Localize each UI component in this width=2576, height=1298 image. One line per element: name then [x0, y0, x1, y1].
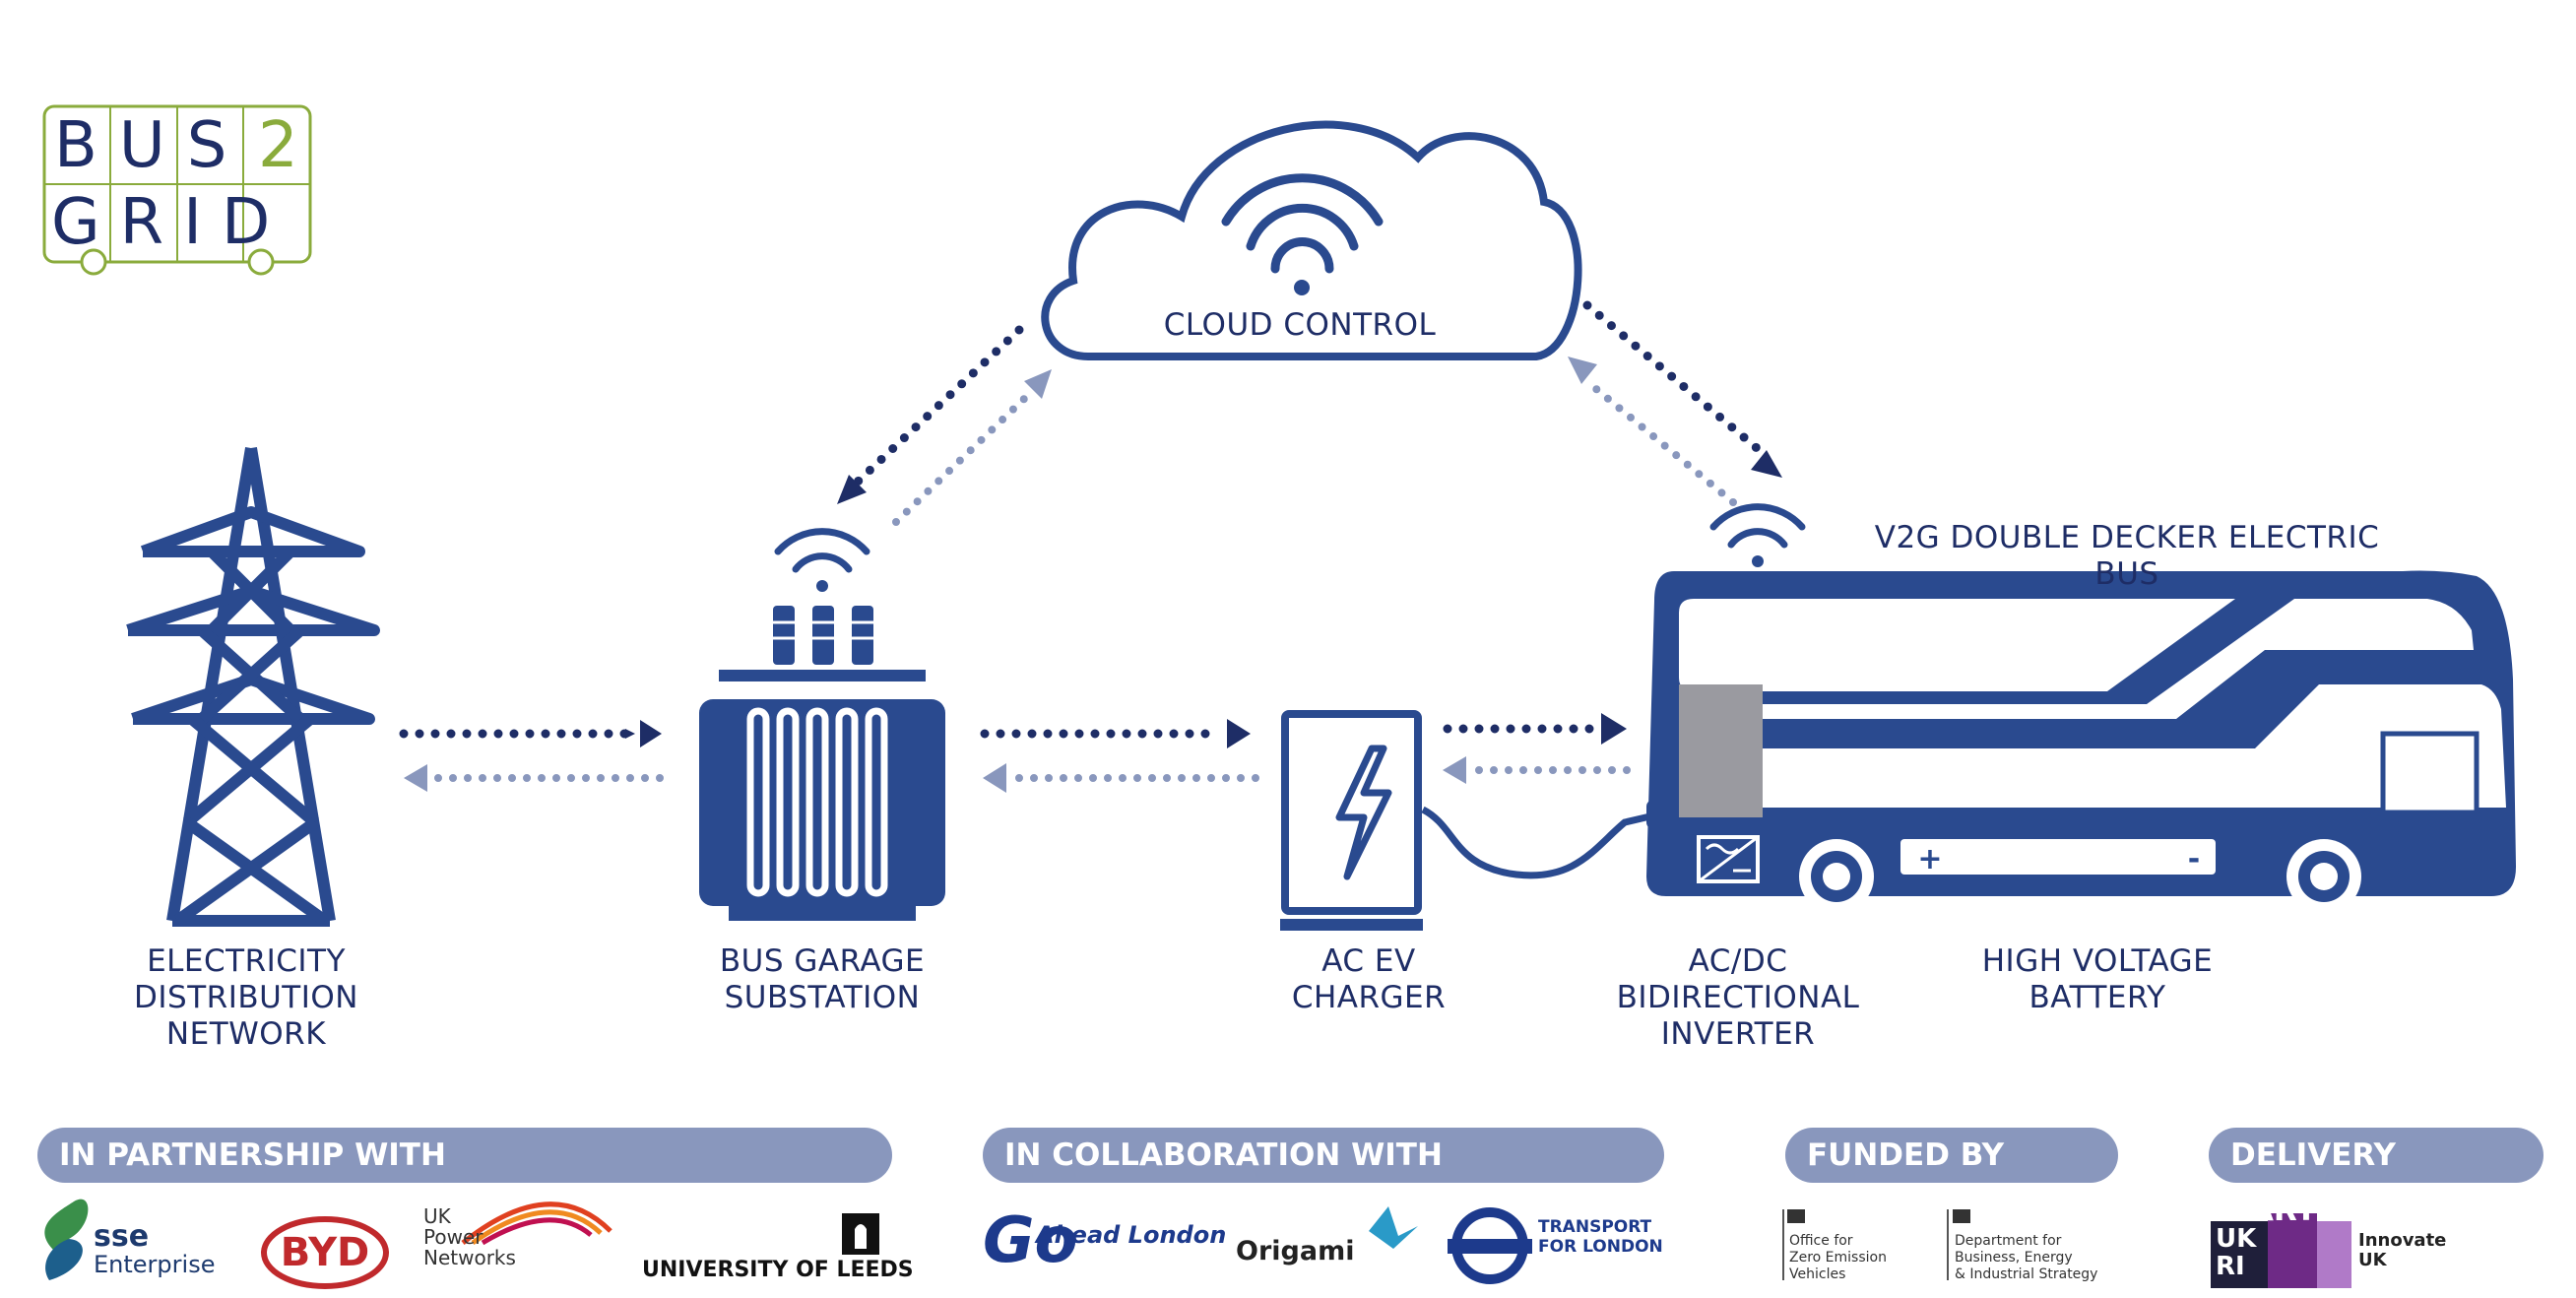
- section-funded: FUNDED BY: [1785, 1128, 2118, 1183]
- byd-text: BYD: [280, 1230, 370, 1275]
- flow-arrows: [399, 300, 1782, 793]
- cloud-label: CLOUD CONTROL: [1163, 307, 1437, 343]
- byd-logo: [261, 1216, 389, 1289]
- tfl-roundel: [1448, 1207, 1532, 1284]
- bus-icon: + -: [1646, 570, 2516, 914]
- ukpn-logo-mark: [461, 1201, 612, 1246]
- leeds-crest: [842, 1213, 879, 1255]
- pylon-icon: [126, 447, 380, 927]
- crest-icon: [1787, 1209, 1970, 1223]
- leeds-text: UNIVERSITY OF LEEDS: [642, 1258, 914, 1282]
- bus-title: V2G DOUBLE DECKER ELECTRIC BUS: [1874, 520, 2380, 592]
- ukri-logo: [2211, 1213, 2351, 1288]
- bus2grid-logo: [42, 104, 312, 276]
- section-delivery: DELIVERY PARTNER: [2209, 1128, 2544, 1228]
- transformer-icon: [699, 606, 945, 921]
- wifi-icon: [1221, 173, 1384, 295]
- logo-line-2: GRID: [51, 186, 290, 259]
- sse-logo: sse: [94, 1219, 150, 1254]
- section-partnership: IN PARTNERSHIP WITH: [37, 1128, 892, 1183]
- logo-digit: 2: [258, 109, 298, 182]
- wifi-icon: [1709, 503, 1806, 567]
- svg-text:+: +: [1917, 842, 1942, 876]
- svg-text:-: -: [2188, 842, 2200, 876]
- wifi-icon: [774, 528, 870, 592]
- section-collaboration: IN COLLABORATION WITH: [983, 1128, 1664, 1183]
- origami-bird: [1369, 1206, 1418, 1249]
- goahead-text: Ahead London: [1036, 1221, 1227, 1249]
- sse-logo-mark: [44, 1199, 89, 1280]
- sse-enterprise: Enterprise: [94, 1251, 216, 1278]
- logo-line-1: BUS: [54, 109, 249, 182]
- charger-icon: [1280, 710, 1696, 931]
- go-text: Go: [983, 1204, 1078, 1277]
- origami-text: Origami: [1236, 1236, 1355, 1266]
